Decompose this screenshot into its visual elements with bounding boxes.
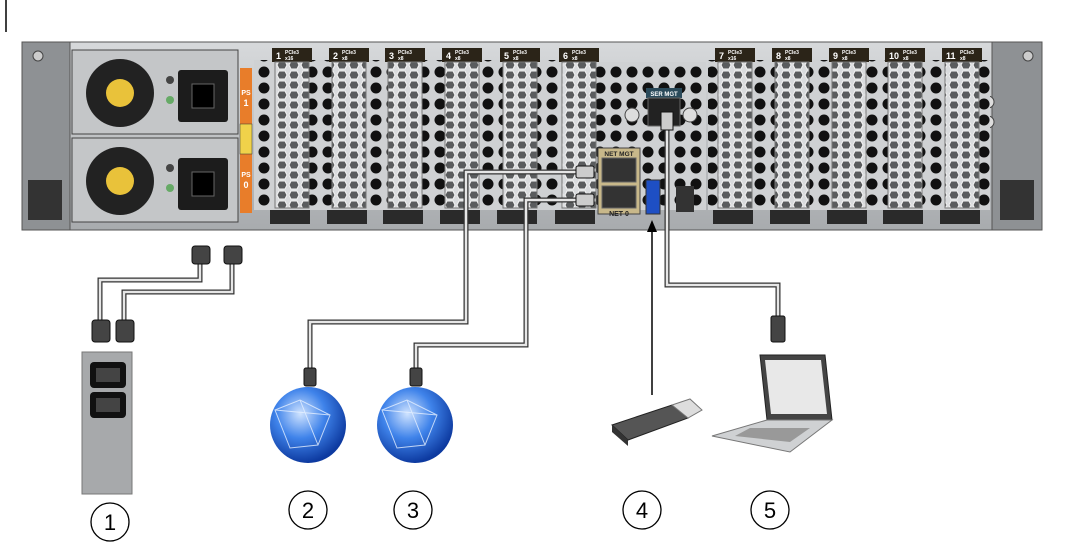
callout-4: 4 (622, 490, 662, 530)
callout-5: 5 (750, 490, 790, 530)
slot-label-plate (942, 48, 982, 62)
slot-width: x8 (572, 56, 578, 62)
power-supply-1 (71, 49, 239, 135)
slot-width: x8 (903, 56, 909, 62)
slot-number: 1 (276, 51, 281, 61)
management-ports: SER MGT NET MGT NET 0 (597, 88, 698, 218)
slot-type: PCIe3 (903, 50, 917, 56)
usb-flash-drive-icon (611, 398, 703, 446)
slot-width: x8 (398, 56, 404, 62)
ps0-label: PS (241, 172, 251, 179)
slot-label-plate (885, 48, 925, 62)
power-supply-0 (71, 137, 239, 223)
slot-width: x8 (960, 56, 966, 62)
network-globe-icon (377, 387, 453, 463)
slot-type: PCIe3 (842, 50, 856, 56)
arrow-head-icon (647, 220, 657, 232)
callout-1: 1 (90, 502, 130, 542)
slot-number: 9 (833, 51, 838, 61)
slot-label-plate (829, 48, 869, 62)
slot-label-plate (559, 48, 599, 62)
slot-number: 4 (446, 51, 451, 61)
slot-label-plate (272, 48, 312, 62)
warning-icon (239, 123, 253, 155)
slot-type: PCIe3 (960, 50, 974, 56)
slot-label-plate (772, 48, 812, 62)
net0-label: NET 0 (609, 211, 629, 218)
slot-number: 8 (776, 51, 781, 61)
ser-mgt-label: SER MGT (650, 92, 678, 98)
slot-type: PCIe3 (455, 50, 469, 56)
slot-width: x8 (455, 56, 461, 62)
slot-width: x16 (728, 56, 737, 62)
slot-label-plate (715, 48, 755, 62)
callout-number: 4 (636, 498, 648, 523)
slot-type: PCIe3 (398, 50, 412, 56)
slot-width: x8 (842, 56, 848, 62)
cables (97, 128, 781, 372)
callout-number: 3 (407, 498, 419, 523)
power-distribution-unit (81, 351, 133, 495)
slot-number: 2 (333, 51, 338, 61)
callout-number: 1 (104, 510, 116, 535)
slot-filler-panel (831, 61, 867, 209)
slot-type: PCIe3 (513, 50, 527, 56)
slot-type: PCIe3 (728, 50, 742, 56)
slot-type: PCIe3 (572, 50, 586, 56)
slot-number: 10 (889, 51, 899, 61)
network-globe-icon (270, 387, 346, 463)
slot-type: PCIe3 (342, 50, 356, 56)
slot-filler-panel (774, 61, 810, 209)
slot-label-plate (329, 48, 369, 62)
slot-number: 3 (389, 51, 394, 61)
slot-filler-panel (502, 61, 538, 209)
slot-number: 5 (504, 51, 509, 61)
slot-type: PCIe3 (285, 50, 299, 56)
slot-width: x8 (513, 56, 519, 62)
slot-width: x8 (342, 56, 348, 62)
ps1-number: 1 (243, 98, 248, 108)
slot-label-plate (385, 48, 425, 62)
callout-3: 3 (393, 490, 433, 530)
slot-number: 7 (719, 51, 724, 61)
ps0-number: 0 (243, 180, 248, 190)
callout-2: 2 (288, 490, 328, 530)
cable-plugs (91, 111, 786, 387)
callout-number: 5 (764, 498, 776, 523)
usb-port[interactable] (645, 179, 661, 215)
slot-filler-panel (331, 61, 367, 209)
slot-filler-panel (944, 61, 980, 209)
slot-filler-panel (444, 61, 480, 209)
net-mgt-port[interactable] (601, 157, 637, 183)
slot-filler-panel (561, 61, 597, 209)
slot-filler-panel (717, 61, 753, 209)
slot-label-plate (442, 48, 482, 62)
slot-filler-panel (887, 61, 923, 209)
slot-type: PCIe3 (785, 50, 799, 56)
callout-number: 2 (302, 498, 314, 523)
ps1-label: PS (241, 90, 251, 97)
laptop-icon (711, 354, 834, 453)
slot-width: x8 (785, 56, 791, 62)
slot-width: x16 (285, 56, 294, 62)
slot-filler-panel (387, 61, 423, 209)
net-mgt-label: NET MGT (604, 151, 633, 158)
slot-number: 11 (946, 51, 956, 61)
slot-number: 6 (563, 51, 568, 61)
slot-label-plate (500, 48, 540, 62)
net0-port[interactable] (601, 185, 637, 209)
slot-filler-panel (274, 61, 310, 209)
